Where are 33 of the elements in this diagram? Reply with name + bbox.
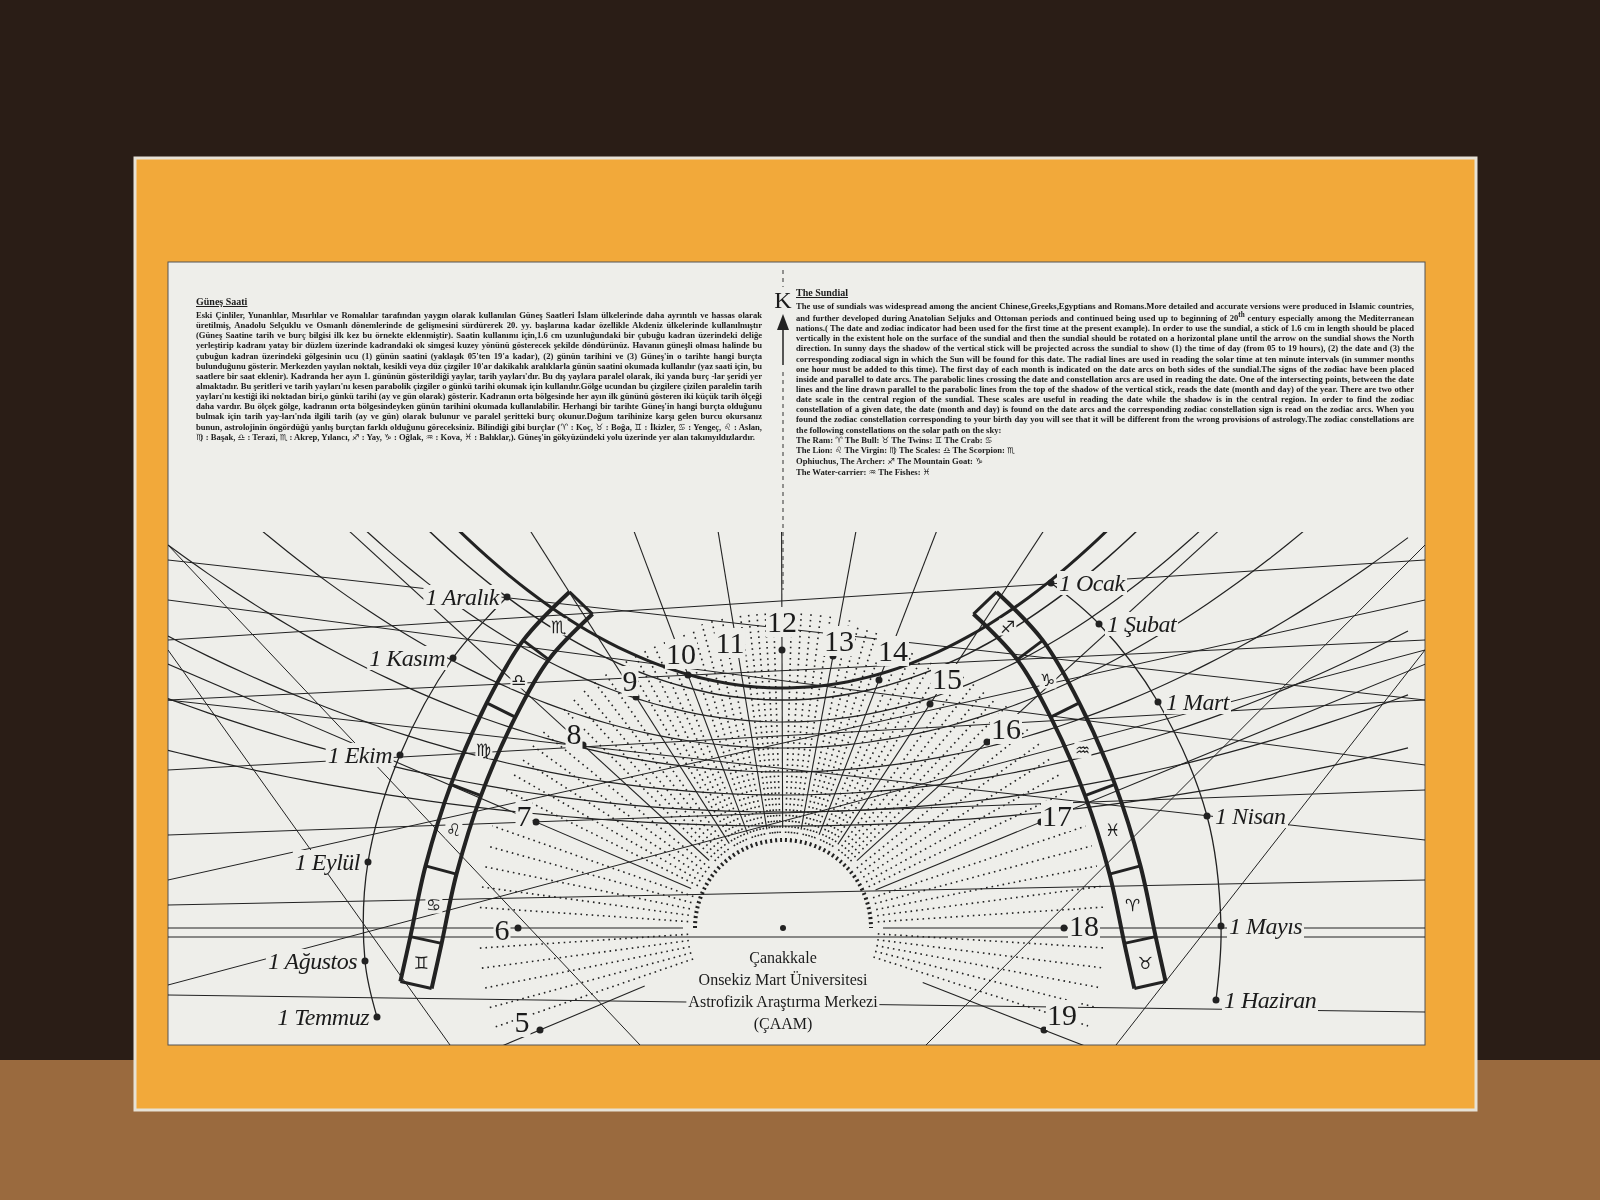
hour-number: 13 bbox=[823, 626, 855, 656]
institution-name: Onsekiz Mart Üniversitesi bbox=[696, 972, 870, 988]
institution-name: Astrofizik Araştırma Merkezi bbox=[686, 994, 880, 1010]
hour-number: 15 bbox=[931, 664, 963, 694]
date-label: 1 Aralık bbox=[423, 585, 501, 609]
date-label: 1 Ocak bbox=[1057, 571, 1127, 595]
institution-name: (ÇAAM) bbox=[751, 1016, 815, 1032]
date-label: 1 Eylül bbox=[292, 850, 362, 874]
hour-number: 10 bbox=[665, 639, 697, 669]
hour-number: 17 bbox=[1041, 801, 1073, 831]
zodiac-list-line: The Lion: ♌ The Virgin: ♍ The Scales: ♎ The Scorpion: ♏ bbox=[796, 445, 1016, 457]
paragraph: The use of sundials was widespread among the ancient Chinese,Greeks,Egyptians and Romans.More detailed and accurate versions were produced in Islamic countries, and further developed during Anatolian Seljuks and Ottoman periods and continued being used up to beginning of 20$^{th}$ century especially among the Mediterranean nations.( The date and zodiac indicator had been used for the first time at the present example). In order to use the sundial, a stick of 1.6 cm in length should be placed vertically in the existent hole on the surface of the sundial and then the sundial should be rotated on a horizontal plane until the arrow on the sundial shows the North direction. In sunny days the shadow of the vertical stick will be projected across the sundial to show (1) the time of day (from 05 to 19 hours), (2) the date and (3) the corresponding zodiacal sign in which the Sun will be found for this date. The radial lines are used in reading the solar time at ten minute intervals (in summer months one hour must be added to this time). The first day of each month is indicated on the date arcs on both sides of the sundial.The signs of the zodiac have been placed inside and parallel to date arcs. The parabolic lines crossing the date and constellation arcs are used in reading the date. One of the intersecting points, between the date lines and the line drawn parallel to the parabolic lines from the top of the shadow of the vertical stick, reads the date (month and day) of the year. There are two other date scale in the central region of the sundial. These scales are useful in reading the date while the shadow is in the central region. In order to find the zodiac constellation of a given date, the date (month and day) is found on the date arcs and the corresponding zodiac constellation sign is read on the zodiac arcs. When you found the zodiac constellation corresponding to your birth day you will see that it will be different from the wrong provisions of astrology.The zodiac constellations are the following constellations on the solar path on the sky: bbox=[796, 301, 1414, 435]
hour-number: 12 bbox=[766, 607, 798, 637]
section-heading: Güneş Saati bbox=[196, 296, 249, 307]
hour-number: 11 bbox=[714, 628, 746, 658]
zodiac-sign: ♉ bbox=[1136, 954, 1154, 971]
institution-name: Çanakkale bbox=[747, 950, 819, 966]
zodiac-list-line: Ophiuchus, The Archer: ♐ The Mountain Goat: ♑ bbox=[796, 456, 984, 467]
hour-number: 19 bbox=[1046, 1000, 1078, 1030]
section-heading: The Sundial bbox=[796, 287, 849, 298]
hour-number: 9 bbox=[621, 666, 639, 696]
date-label: 1 Ekim bbox=[325, 743, 394, 767]
date-label: 1 Kasım bbox=[367, 646, 447, 670]
hour-number: 8 bbox=[565, 719, 583, 749]
zodiac-list-line: The Water-carrier: ♒ The Fishes: ♓ bbox=[796, 466, 932, 478]
paragraph: Eski Çinliler, Yunanlılar, Mısırlılar ve Romalılar tarafından yaygın olarak kullanılan Güneş Saatleri İslam ülkelerinde daha ayrıntılı ve hassas olarak üretilmiş, Anadolu Selçuklu ve Osmanlı dönemlerinde de gelişmesini sürdürerek 20. yy. başlarına kadar özellikle Akdeniz ülkelerinde kullanılmıştır (Güneş Saatine tarih ve burç bilgisi ilk kez bu örnekte eklenmiştir). Saatin kullanımı için,1.6 cm uzunluğundaki bir çubuğu kadran üzerindeki deliğe yerleştirip kadranı yatay bir düzlem üzerinde kadrandaki ok simgesi kuzey yönünü gösterecek şekilde döndürünüz. Havanın güneşli olması halinde bu çubuğun kadran üzerindeki gölgesinin ucu (1) günün saatini (yaklaşık 05'ten 19'a kadar), (2) günün tarihini ve (3) Güneş'in o tarihte hangi burçta bulunduğunu gösterir. Merkezden yayılan noktalı, kesikli veya düz çizgiler 10'ar dakikalık aralıklarla günün saatini okumada kullanılır (yaz saati için, bu saatlere bir saat eklenir). Kadranda her ayın 1. gününün gösterildiği yaylar, tarih yayları'dır. Bu dış yaylara paralel olarak, iki yanda burç -lar şeridi yer almaktadır. Bu şeritleri ve tarih yayları'nı kesen parabolik çizgiler o günkü tarihi okumak için kullanılır.Gölge ucundan bu çizgilere çizilen paralelin tarih yayları'nı kestiği iki noktadan biri,o günkü tarihi (ay ve gün olarak) gösterir. Kadranın orta bölgesinde her ayın ilk gününü gösteren iki küçük tarih ölçeği daha vardır. Bu ölçek gölge, kadranın orta bölgesindeyken günün tarihini okumada kullanılabilir. Herhangi bir tarihte Güneş'in hangi burçta olduğunu bulmak için tarih yay-ları'nda ilgili tarih (ay ve gün) olarak bulunur ve paralel şeritteki burç okunur.Doğum tarihinize karşı gelen burcu okursanız bunun, astrolojinin öngördüğü yanlış burçtan farklı olduğunu göreceksiniz. Bilindiği gibi burçlar (♈ : Koç, ♉ : Boğa, ♊ : İkizler, ♋ : Yengeç, ♌ : Aslan, ♍ : Başak, ♎ : Terazi, ♏ : Akrep, Yılancı, ♐ : Yay, ♑ : Oğlak, ♒ : Kova, ♓ : Balıklar,). Güneş'in gökyüzündeki yolu üzerinde yer alan takımyıldızlardır. bbox=[196, 310, 762, 442]
hour-number: 16 bbox=[990, 714, 1022, 744]
north-letter: K bbox=[774, 288, 792, 312]
zodiac-sign: ♊ bbox=[412, 954, 430, 971]
hour-number: 14 bbox=[877, 636, 909, 666]
zodiac-list-line: The Ram: ♈ The Bull: ♉ The Twins: ♊ The Crab: ♋ bbox=[796, 434, 993, 446]
date-label: 1 Şubat bbox=[1105, 612, 1179, 636]
date-label: 1 Ağustos bbox=[265, 949, 359, 973]
